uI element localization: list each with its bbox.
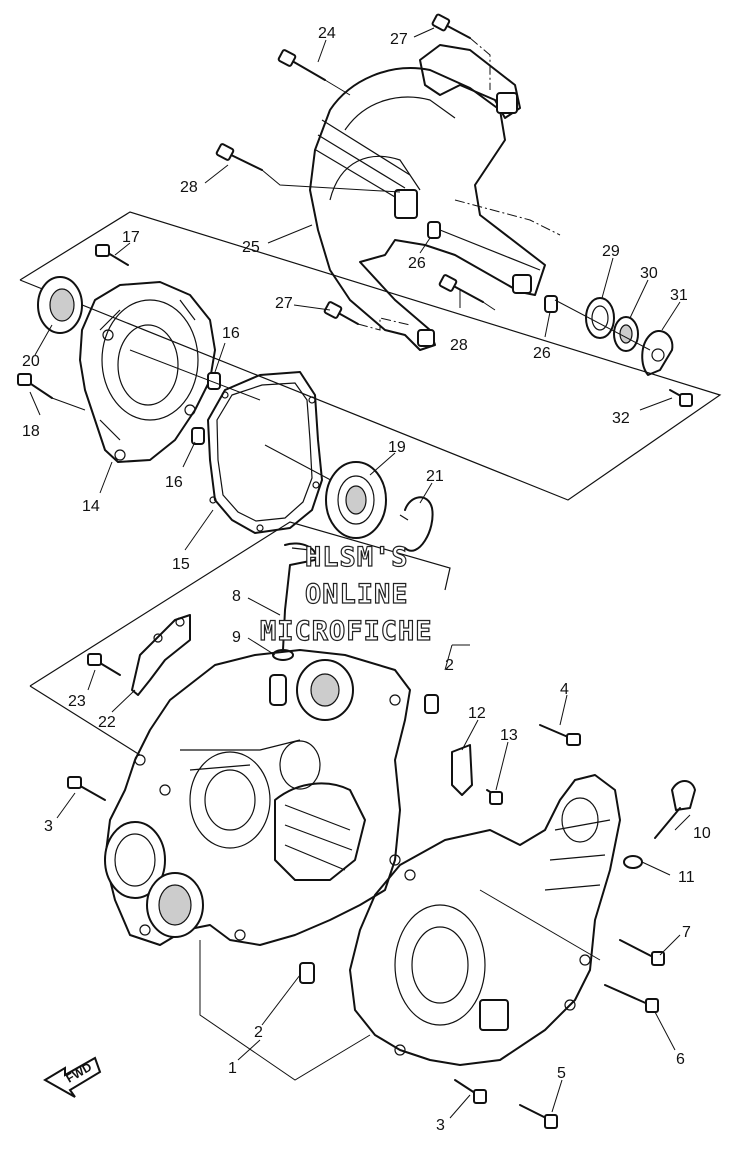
- bearing-19: [325, 461, 387, 539]
- callout-19: 19: [388, 439, 406, 456]
- callout-3-bottom: 3: [436, 1117, 445, 1134]
- callout-28-left: 28: [180, 179, 198, 196]
- callout-25: 25: [242, 239, 260, 256]
- callout-31: 31: [670, 287, 688, 304]
- callout-3-left: 3: [44, 818, 53, 835]
- callout-26-lower: 26: [533, 345, 551, 362]
- callout-labels: 24 27 28 25 26 29 30 31 27 28 26 32 17 2…: [22, 25, 711, 1134]
- watermark-line3: MICROFICHE: [260, 616, 433, 647]
- watermark-line2: ONLINE: [305, 579, 409, 610]
- group-boundaries: [19, 211, 722, 1081]
- callout-23: 23: [68, 693, 86, 710]
- callout-6: 6: [676, 1051, 685, 1068]
- callout-2-right: 2: [445, 657, 454, 674]
- callout-27-top: 27: [390, 31, 408, 48]
- callout-16-upper: 16: [222, 325, 240, 342]
- callout-2-lower: 2: [254, 1024, 263, 1041]
- callout-22: 22: [98, 714, 116, 731]
- gasket: [207, 371, 341, 534]
- callout-30: 30: [640, 265, 658, 282]
- callout-7: 7: [682, 924, 691, 941]
- dowel-pins-upper: [427, 221, 558, 313]
- callout-17: 17: [122, 229, 140, 246]
- callout-16-lower: 16: [165, 474, 183, 491]
- forward-arrow-icon: FWD: [43, 1056, 102, 1098]
- callout-32: 32: [612, 410, 630, 427]
- callout-1: 1: [228, 1060, 237, 1077]
- callout-12: 12: [468, 705, 486, 722]
- callout-21: 21: [426, 468, 444, 485]
- callout-5: 5: [557, 1065, 566, 1082]
- stopper-lever: [451, 724, 581, 805]
- callout-20: 20: [22, 353, 40, 370]
- callout-27-mid: 27: [275, 295, 293, 312]
- circlip: [399, 496, 434, 552]
- oil-seal: [37, 276, 83, 334]
- callout-29: 29: [602, 243, 620, 260]
- leader-lines: [29, 27, 691, 1119]
- long-bolts: [454, 889, 665, 1129]
- callout-15: 15: [172, 556, 190, 573]
- left-cover: [79, 281, 216, 463]
- watermark: HLSM'S ONLINE MICROFICHE: [259, 541, 433, 647]
- callout-26-upper: 26: [408, 255, 426, 272]
- dowel-pins-lower: [299, 694, 439, 984]
- bracket-plate: [87, 614, 191, 696]
- callout-11: 11: [678, 869, 695, 886]
- callout-8: 8: [232, 588, 241, 605]
- callout-14: 14: [82, 498, 100, 515]
- callout-13: 13: [500, 727, 518, 744]
- callout-28-right: 28: [450, 337, 468, 354]
- callout-9: 9: [232, 629, 241, 646]
- left-bolts-dowels: [17, 244, 261, 445]
- callout-4: 4: [560, 681, 569, 698]
- bearing-stack: [554, 297, 693, 407]
- callout-18: 18: [22, 423, 40, 440]
- dipstick: [623, 780, 696, 869]
- left-crankcase: [67, 649, 411, 946]
- upper-bolts: [215, 13, 561, 331]
- callout-24: 24: [318, 25, 336, 42]
- callout-10: 10: [693, 825, 711, 842]
- right-crankcase: [349, 774, 621, 1066]
- watermark-line1: HLSM'S: [305, 542, 409, 573]
